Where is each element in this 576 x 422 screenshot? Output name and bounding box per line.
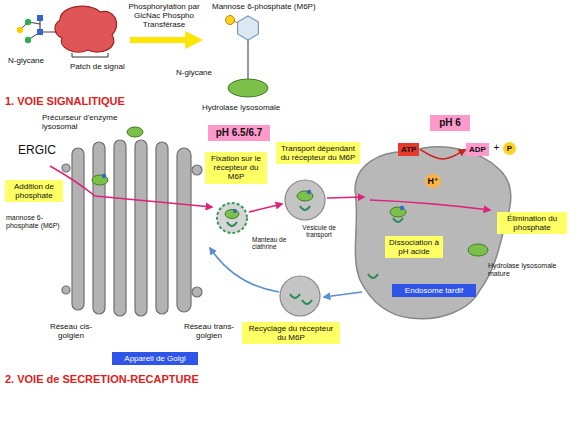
box-text: Dissociation à pH acide [388,238,440,256]
phosphate-dot [226,16,235,25]
label-text: Mannose 6-phosphate (M6P) [212,2,332,11]
adp-box: ADP [466,143,489,156]
illustration-part [17,27,23,33]
step-callout: Fixation sur le récepteur du M6P [205,152,267,184]
step-callout: Transport dépendant du récepteur du M6P [276,142,360,164]
label-text: Hydrolase lysosomale [202,103,302,112]
illustration-part [210,248,279,292]
label-text: 2. VOIE de SECRETION-RECAPTURE [5,373,305,386]
box-text: pH 6 [433,117,467,129]
illustration-part [370,200,490,210]
label-text: + [492,142,501,154]
box-text: pH 6.5/6.7 [211,127,267,139]
label-text: Vésicule de transport [296,224,342,239]
glycan-stalk [247,40,248,79]
step-callout: Dissociation à pH acide [385,236,443,258]
illustration-part [192,287,202,297]
illustration-part [72,148,84,310]
illustration-part [192,165,202,175]
illustration-part [102,174,106,178]
illustration-part [302,300,312,304]
label-text: H⁺ [425,174,441,188]
illustration-part [324,292,362,297]
glycan-tree [17,15,58,43]
illustration-part [307,190,311,194]
step-callout: Addition de phosphate [5,180,63,202]
illustration-part [300,206,310,210]
illustration-part [290,294,300,298]
ph-box: pH 6 [430,115,470,131]
endosome [355,147,511,319]
label-text: ERGIC [18,144,68,158]
compartment-title: Endosome tardif [392,284,476,297]
atp-box: ATP [398,143,419,156]
illustration-part [25,19,31,25]
label-text: N-glycane [8,56,58,65]
recycling-vesicle [280,276,320,316]
compartment-title: Appareil de Golgi [112,352,198,365]
label-text: Hydrolase lysosomale mature [488,262,568,278]
box-text: ATP [401,145,416,154]
illustration-part [249,204,282,212]
illustration-part [62,286,70,294]
illustration-part [156,142,168,314]
label-text: Manteau de clathrine [252,236,294,251]
box-text: Endosome tardif [395,286,473,295]
illustration-part [114,140,126,316]
illustration-part [37,15,43,21]
illustration-part [227,222,237,226]
golgi-stack [62,140,202,316]
patch-bracket [72,53,108,57]
box-text: Élimination du phosphate [500,214,564,232]
illustration-part [393,218,403,222]
label-text: Réseau trans-golgien [178,322,240,340]
box-text: Recyclage du récepteur du M6P [245,324,337,342]
box-text: Appareil de Golgi [115,354,195,363]
label-text: Précurseur d'enzyme lysosomal [42,113,128,131]
box-text: Addition de phosphate [8,182,60,200]
illustration-part [468,244,488,256]
illustration-part [93,142,105,314]
label-text: Patch de signal [70,62,140,71]
route-arrows [50,166,490,212]
illustration-part [127,127,143,137]
illustration-part [225,210,239,219]
mannose-ring [238,16,259,40]
box-text: Transport dépendant du récepteur du M6P [279,144,357,162]
reaction-arrow [420,150,465,159]
protein-blob [55,6,117,52]
label-text: Phosphorylation par GlcNac Phospho Trans… [118,2,210,30]
box-text: ADP [469,145,486,154]
label-text: N-glycane [176,68,222,77]
illustration-part [177,148,191,312]
recycling-arrows [210,248,362,297]
ph-box: pH 6.5/6.7 [208,125,270,141]
illustration-part [327,197,364,198]
clathrin-vesicle [217,203,247,233]
step-callout: Élimination du phosphate [497,212,567,234]
illustration-part [135,140,147,316]
illustration-part [368,274,378,278]
label-text: 1. VOIE SIGNALITIQUE [5,95,165,108]
illustration-part [37,29,43,35]
illustration-part [50,166,212,207]
m6p-receptors [227,206,403,304]
label-text: P [503,142,516,155]
transport-vesicle [285,180,325,220]
illustration-part [400,206,404,210]
illustration-part [62,164,70,172]
step-callout: Recyclage du récepteur du M6P [242,322,340,344]
box-text: Fixation sur le récepteur du M6P [208,154,264,182]
illustration-part [25,37,31,43]
label-text: Réseau cis-golgien [42,322,100,340]
illustration-part [233,209,237,213]
hydrolase [228,79,268,97]
label-text: mannose 6-phosphate (M6P) [6,214,64,230]
yellow-arrow [130,37,196,43]
